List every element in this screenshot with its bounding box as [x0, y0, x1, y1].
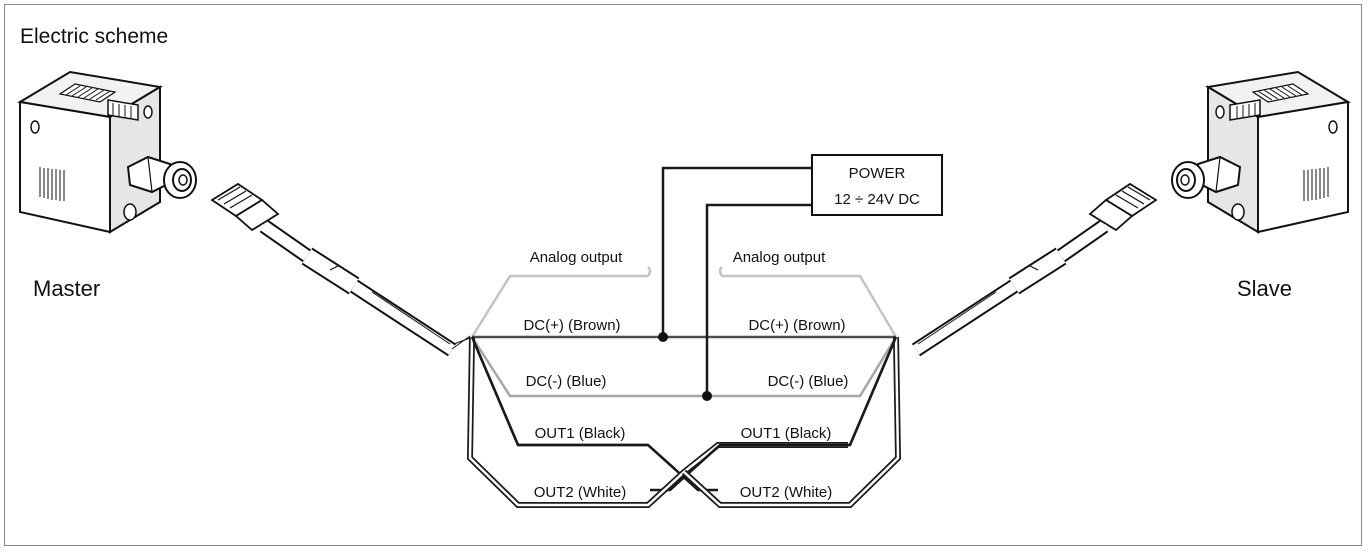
out2-label-right: OUT2 (White) — [740, 484, 833, 501]
power-supply-box: POWER 12 ÷ 24V DC — [811, 154, 943, 216]
dc-minus-label-right: DC(-) (Blue) — [768, 373, 849, 390]
power-label: POWER — [849, 165, 906, 182]
analog-output-label-left: Analog output — [530, 249, 623, 266]
analog-output-wires — [470, 266, 898, 338]
diagram-frame — [4, 4, 1362, 546]
out1-label-right: OUT1 (Black) — [741, 425, 832, 442]
master-sensor-image — [19, 71, 197, 233]
dc-plus-label-right: DC(+) (Brown) — [748, 317, 845, 334]
out2-label-left: OUT2 (White) — [534, 484, 627, 501]
master-label: Master — [33, 276, 101, 301]
power-wires — [661, 166, 812, 396]
out1-label-left: OUT1 (Black) — [535, 425, 626, 442]
master-cable — [212, 184, 471, 350]
dc-plus-label-left: DC(+) (Brown) — [523, 317, 620, 334]
voltage-label: 12 ÷ 24V DC — [834, 191, 920, 208]
dc-plus-junction — [658, 332, 668, 342]
out1-wires — [470, 336, 898, 492]
out2-wires — [466, 336, 902, 508]
slave-cable — [916, 184, 1156, 350]
slave-label: Slave — [1237, 276, 1293, 301]
dc-minus-junction — [702, 391, 712, 401]
dc-minus-label-left: DC(-) (Blue) — [526, 373, 607, 390]
diagram-title: Electric scheme — [20, 25, 169, 48]
analog-output-label-right: Analog output — [733, 249, 826, 266]
slave-sensor-image — [1171, 71, 1349, 233]
dc-minus-wires — [470, 336, 898, 398]
